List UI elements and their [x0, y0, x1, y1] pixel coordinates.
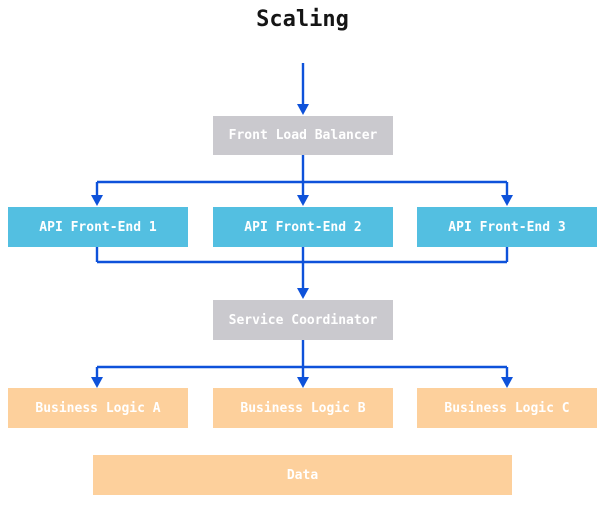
node-front-load-balancer: Front Load Balancer — [213, 116, 393, 155]
arrowhead — [501, 195, 513, 206]
node-business-logic-a: Business Logic A — [8, 388, 188, 428]
node-service-coordinator: Service Coordinator — [213, 300, 393, 340]
arrow-flb-fanout — [95, 155, 509, 196]
arrowhead — [297, 104, 309, 115]
arrowhead — [297, 377, 309, 388]
arrowhead — [501, 377, 513, 388]
node-api-front-end-1: API Front-End 1 — [8, 207, 188, 247]
node-api-front-end-3: API Front-End 3 — [417, 207, 597, 247]
diagram-title: Scaling — [256, 7, 349, 32]
arrowhead — [91, 377, 103, 388]
arrow-api-fanin — [95, 247, 509, 288]
node-business-logic-b: Business Logic B — [213, 388, 393, 428]
node-data: Data — [93, 455, 512, 495]
arrowhead — [297, 288, 309, 299]
arrowhead — [91, 195, 103, 206]
arrow-sc-fanout — [95, 340, 509, 377]
node-api-front-end-2: API Front-End 2 — [213, 207, 393, 247]
node-business-logic-c: Business Logic C — [417, 388, 597, 428]
arrowhead — [297, 195, 309, 206]
